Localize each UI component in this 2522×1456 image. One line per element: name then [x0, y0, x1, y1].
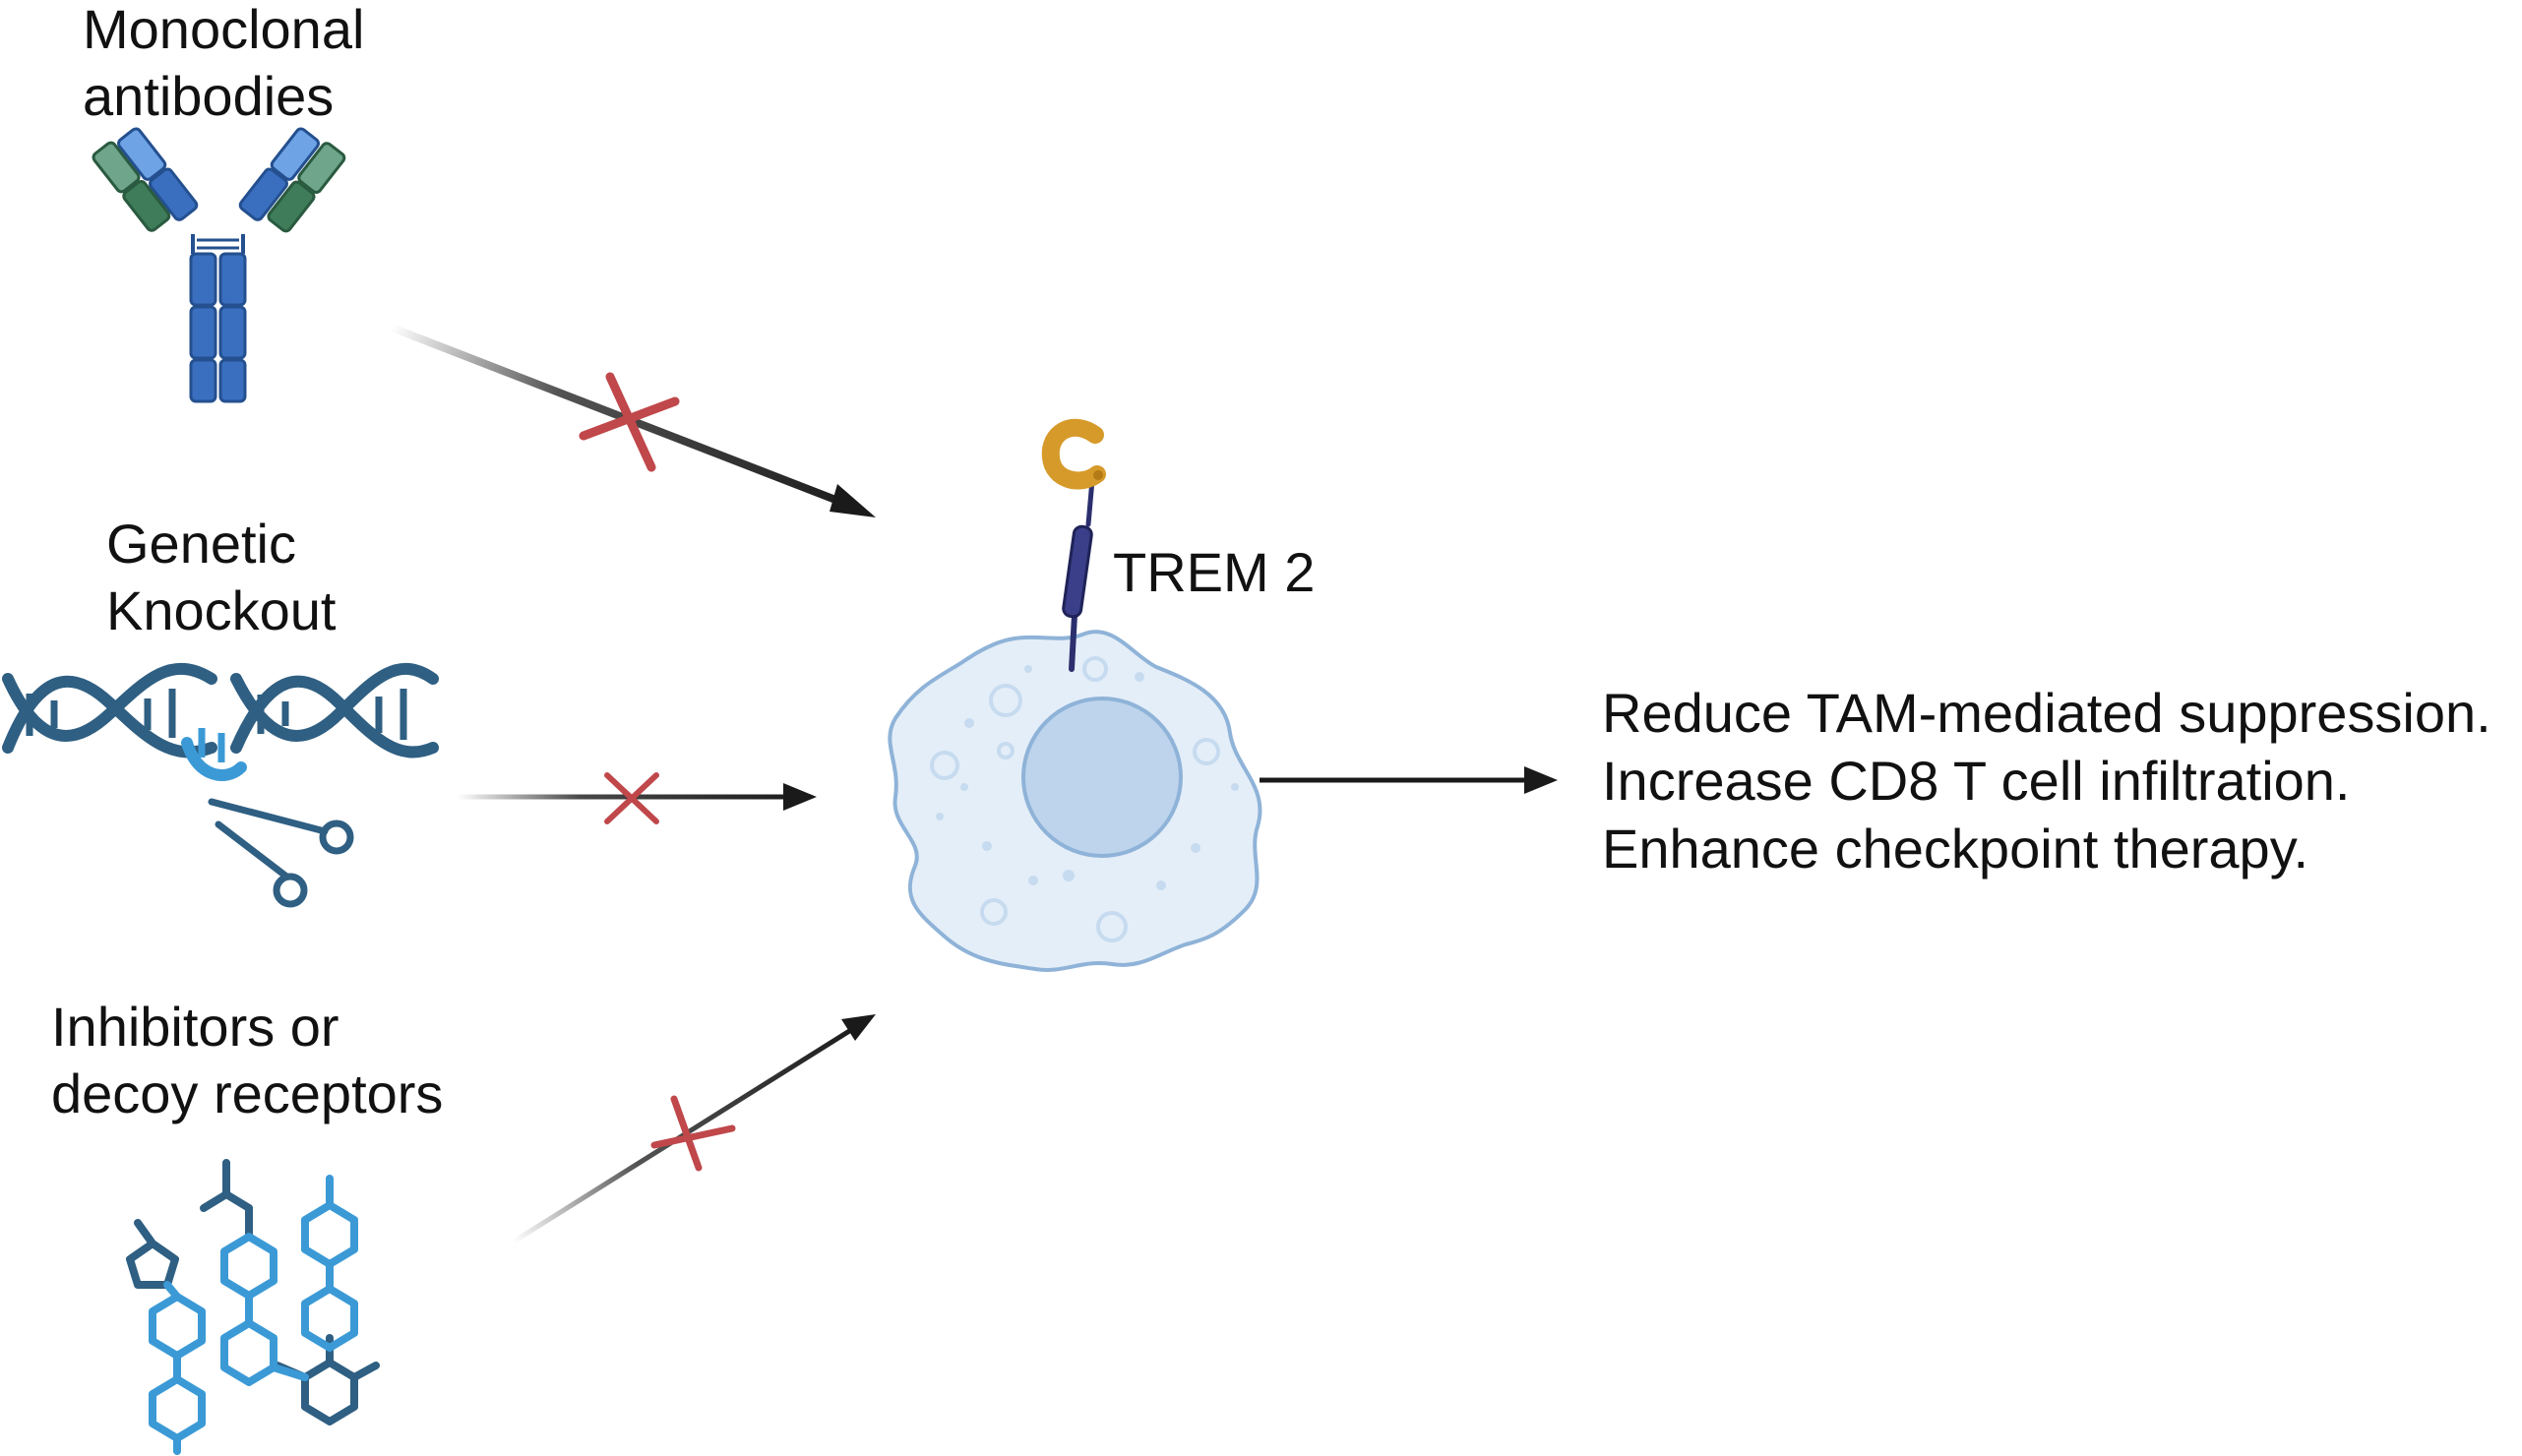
- monoclonal-antibodies-label: Monoclonal antibodies: [83, 0, 364, 130]
- outcome-item: Enhance checkpoint therapy.: [1602, 818, 2309, 880]
- red-x-block-icon: [579, 372, 736, 1172]
- genetic-knockout-label: Genetic Knockout: [106, 511, 337, 644]
- arrow-inhibitors-to-cell: [512, 1014, 876, 1244]
- scissors-icon: [208, 798, 354, 908]
- inhibitors-label-line-2: decoy receptors: [51, 1062, 444, 1124]
- monoclonal-antibodies-label-line-2: antibodies: [83, 65, 335, 127]
- arrow-cell-to-outcomes: [1260, 766, 1558, 794]
- inhibitors-label: Inhibitors or decoy receptors: [51, 994, 443, 1127]
- outcome-item: Increase CD8 T cell infiltration.: [1602, 750, 2351, 812]
- trem2-label: TREM 2: [1113, 541, 1316, 603]
- genetic-knockout-label-line-1: Genetic: [106, 513, 296, 575]
- trem2-receptor-icon: [1041, 418, 1106, 672]
- arrow-antibodies-to-cell: [390, 324, 876, 517]
- macrophage-cell-icon: [888, 630, 1262, 972]
- genetic-knockout-label-line-2: Knockout: [106, 579, 337, 641]
- dna-double-helix-icon: [2, 663, 439, 781]
- inhibitors-label-line-1: Inhibitors or: [51, 996, 339, 1058]
- monoclonal-antibodies-label-line-1: Monoclonal: [83, 0, 365, 60]
- outcome-item: Reduce TAM-mediated suppression.: [1602, 682, 2491, 744]
- antibody-icon: [92, 127, 346, 403]
- outcomes-list: Reduce TAM-mediated suppression. Increas…: [1602, 679, 2491, 882]
- arrow-knockout-to-cell: [458, 783, 817, 811]
- small-molecule-icon: [126, 1159, 380, 1455]
